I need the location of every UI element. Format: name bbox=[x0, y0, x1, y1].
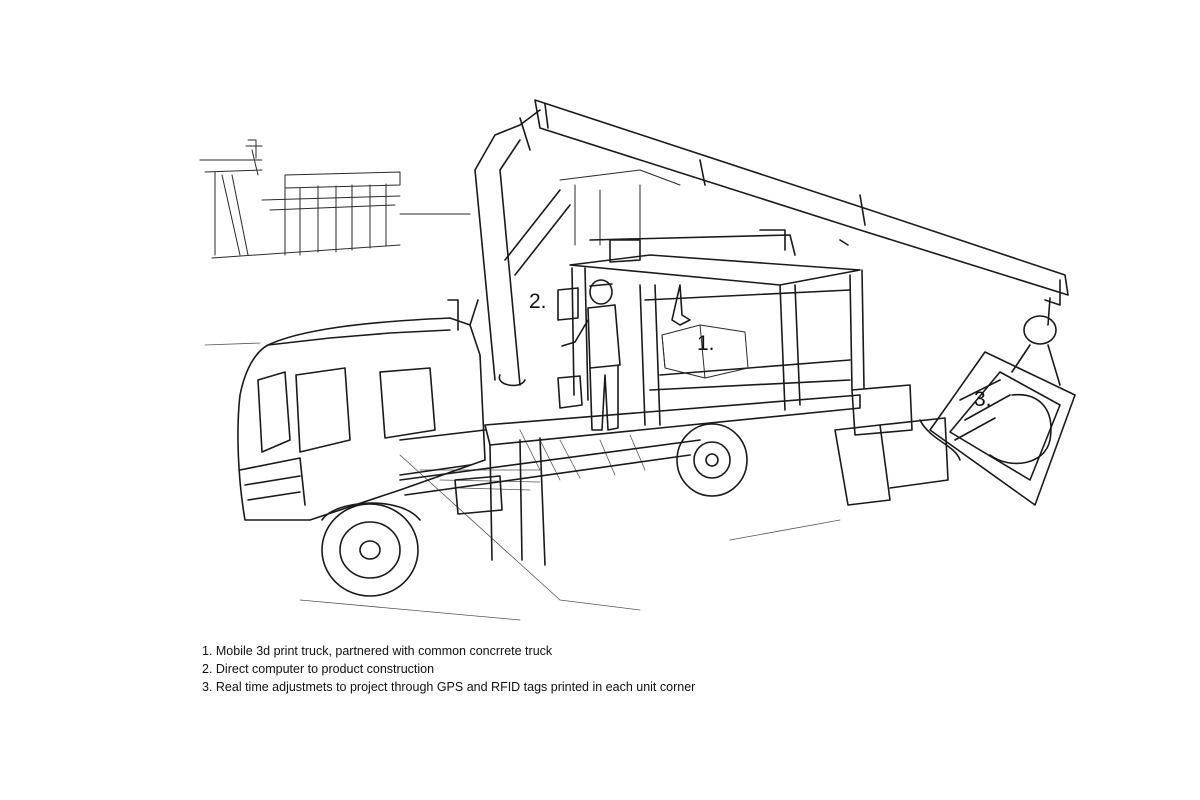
operator-figure bbox=[557, 279, 621, 431]
caption-3: 3. Real time adjustmets to project throu… bbox=[202, 680, 696, 694]
caption-list: 1. Mobile 3d print truck, partnered with… bbox=[202, 642, 695, 696]
marker-2: 2. bbox=[529, 290, 547, 313]
truck-cab bbox=[237, 299, 486, 521]
front-wheel bbox=[321, 502, 421, 597]
ground-units bbox=[834, 384, 961, 506]
crane-hook bbox=[1011, 297, 1061, 386]
rear-wheel bbox=[676, 423, 748, 497]
crane-boom bbox=[474, 99, 1069, 387]
background-buildings bbox=[199, 139, 681, 259]
caption-2: 2. Direct computer to product constructi… bbox=[202, 662, 435, 676]
printed-unit-in-progress bbox=[661, 324, 749, 379]
printer-gantry-frame bbox=[569, 229, 865, 426]
marker-3: 3. bbox=[974, 388, 992, 411]
marker-1: 1. bbox=[697, 332, 715, 355]
caption-1: 1. Mobile 3d print truck, partnered with… bbox=[202, 644, 553, 658]
truck-flatbed bbox=[399, 394, 861, 566]
hanging-printed-unit bbox=[929, 351, 1076, 506]
